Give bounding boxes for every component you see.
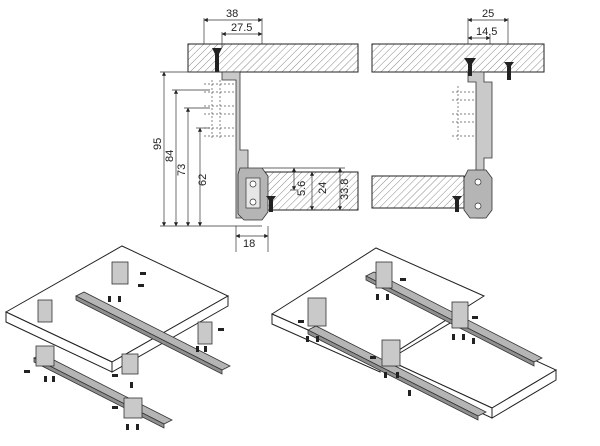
drawer-side-right [491, 369, 557, 419]
runner-ball-2 [249, 198, 257, 206]
dim-25: 25 [482, 8, 494, 20]
rail-lower-left-edge [33, 357, 165, 429]
bracket-iso-1 [111, 261, 129, 285]
runner-ball-right-1 [474, 178, 482, 186]
dim-38: 38 [226, 8, 238, 20]
dim-24: 24 [317, 182, 329, 194]
bracket-iso-r1 [375, 261, 393, 289]
rail-upper-left-edge [75, 295, 223, 375]
dim-73: 73 [176, 164, 188, 176]
board-side-left [111, 295, 229, 373]
screw-bottom-right [452, 196, 462, 212]
hole-positions-left [204, 80, 236, 140]
screws-iso-left [24, 272, 224, 430]
screw-top-left [212, 48, 222, 72]
runner-ball-1 [249, 180, 257, 188]
section-view-right: 25 14.5 [371, 8, 545, 219]
bracket-iso-2 [37, 299, 53, 323]
dim-27-5: 27.5 [231, 22, 252, 34]
runner-profile-right [463, 169, 493, 219]
screw-bottom-left [266, 196, 276, 212]
dim-84: 84 [164, 150, 176, 162]
rail-upper-right-edge [365, 275, 535, 367]
screw-side-right [504, 62, 514, 80]
bracket-iso-r4 [381, 339, 401, 367]
runner-ball-right-2 [474, 202, 482, 210]
dim-5-6: 5.6 [296, 181, 308, 196]
dim-18: 18 [243, 238, 255, 250]
dim-33-8: 33.8 [339, 179, 351, 200]
rail-lower-right-edge [307, 329, 479, 421]
isometric-assembly-left [4, 245, 231, 430]
bracket-iso-r3 [451, 301, 469, 329]
runner-slot-left [245, 177, 261, 209]
dim-14-5: 14.5 [476, 26, 497, 38]
isometric-assembly-right [270, 247, 558, 421]
hole-positions-right [452, 86, 476, 142]
bracket-iso-4 [35, 345, 55, 367]
top-board-right [371, 43, 545, 73]
bracket-iso-3 [197, 321, 213, 345]
screws-iso-right [298, 278, 478, 396]
bracket-iso-5 [121, 353, 139, 375]
drawer-board-right [371, 175, 465, 209]
dim-95: 95 [152, 138, 164, 150]
section-view-left: 38 27.5 95 84 73 62 5.6 24 33.8 18 [152, 8, 359, 252]
dim-62: 62 [197, 174, 209, 186]
screw-top-right [464, 58, 476, 76]
bracket-iso-6 [123, 397, 143, 419]
bracket-iso-r2 [307, 297, 327, 327]
